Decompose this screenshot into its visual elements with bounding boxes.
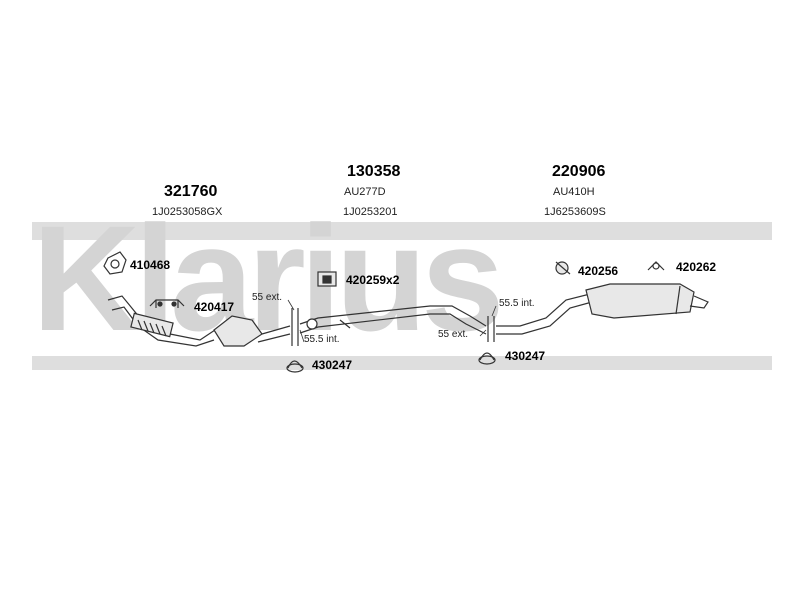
product-code-AU410H: AU410H — [553, 186, 595, 198]
gasket-icon — [103, 251, 127, 275]
dimension-front-int: 55.5 int. — [304, 334, 340, 345]
catalytic-converter — [213, 315, 291, 347]
dimension-front-ext: 55 ext. — [252, 292, 283, 303]
rear-silencer — [585, 283, 709, 319]
front-pipe-section — [107, 295, 216, 347]
oe-number-1J0253201: 1J0253201 — [343, 206, 398, 218]
watermark-logo: Klarius — [32, 215, 505, 341]
accessory-front-mount-label: 420417 — [194, 300, 235, 314]
part-number-321760: 321760 — [164, 183, 218, 200]
rubber-mount-icon — [317, 271, 337, 287]
rear-clamp-icon — [478, 352, 496, 365]
part-number-220906: 220906 — [552, 163, 606, 180]
accessory-rear-hanger-1-label: 420256 — [578, 264, 619, 278]
accessory-rear-hanger-2-label: 420262 — [676, 260, 717, 274]
watermark-band-top — [32, 222, 772, 240]
front-mount-bracket-icon — [149, 299, 185, 308]
rear-hanger-icon-1 — [555, 261, 571, 275]
oe-number-1J6253609S: 1J6253609S — [544, 206, 606, 218]
accessory-front-clamp-label: 430247 — [312, 358, 353, 372]
product-code-AU277D: AU277D — [344, 186, 386, 198]
part-number-130358: 130358 — [347, 163, 401, 180]
dimension-rear-int: 55.5 int. — [499, 298, 535, 309]
watermark-band-bottom — [32, 356, 772, 370]
rear-hanger-icon-2 — [647, 261, 665, 271]
dimension-rear-ext: 55 ext. — [438, 329, 469, 340]
middle-pipe — [291, 305, 487, 346]
dimension-leaders — [287, 299, 497, 343]
accessory-rear-clamp-label: 430247 — [505, 349, 546, 363]
oe-number-1J0253058GX: 1J0253058GX — [152, 206, 223, 218]
accessory-mid-mount-label: 420259x2 — [346, 273, 400, 287]
front-clamp-icon — [286, 360, 304, 373]
rear-pipe — [487, 293, 593, 342]
accessory-gasket-label: 410468 — [130, 258, 171, 272]
